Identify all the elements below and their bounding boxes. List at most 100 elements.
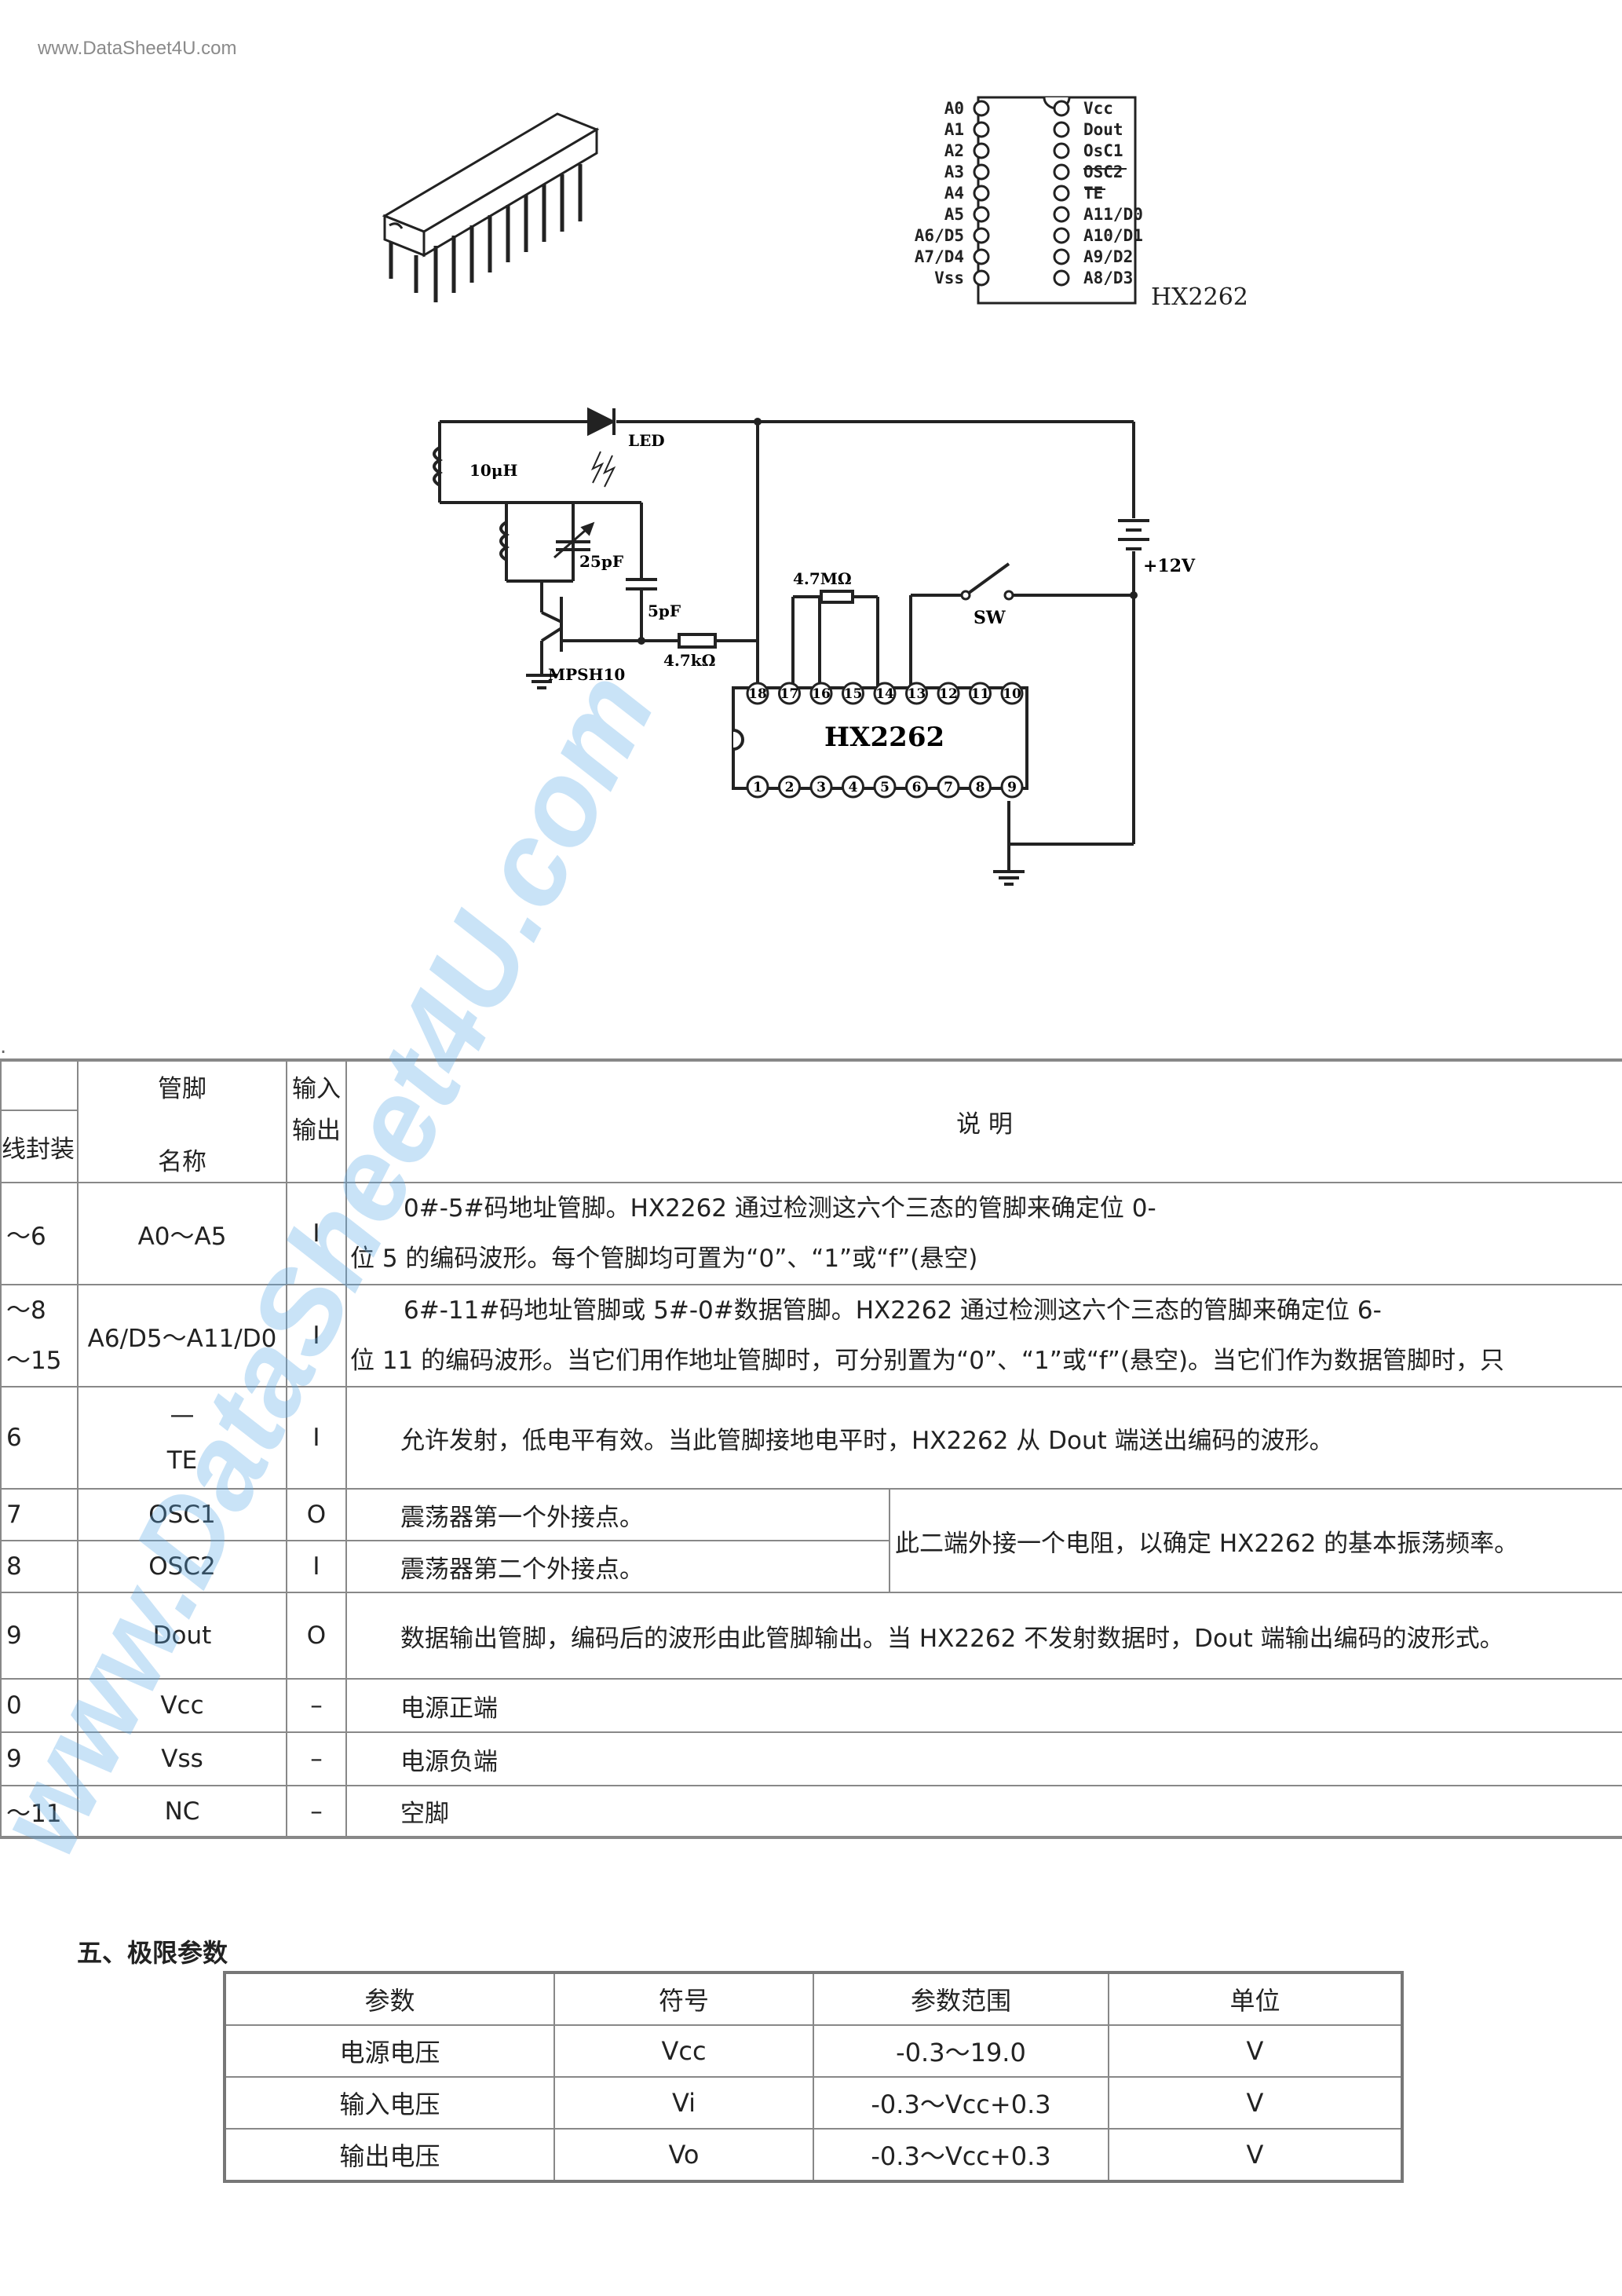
pin-io: I xyxy=(286,1386,347,1490)
pin-io: I xyxy=(286,1284,347,1387)
pin-io: I xyxy=(286,1182,347,1285)
ic-pin xyxy=(873,775,897,799)
pin-circle xyxy=(1053,100,1070,117)
pin-io: O xyxy=(286,1592,347,1680)
table-row: 9 Dout O 数据输出管脚，编码后的波形由此管脚输出。当 HX2262 不发… xyxy=(0,1592,1622,1680)
ic-pin-number: 3 xyxy=(816,780,826,795)
header-pin-top: 管脚 xyxy=(77,1059,287,1110)
header-io-top: 输入 xyxy=(286,1059,347,1110)
table-row: 电源电压 Vcc -0.3～19.0 V xyxy=(224,2024,1403,2078)
osc-merged-description: 此二端外接一个电阻，以确定 HX2262 的基本振荡频率。 xyxy=(888,1488,1622,1593)
ic-pin xyxy=(809,775,833,799)
ic-pin xyxy=(1000,682,1024,705)
ic-pin xyxy=(1000,775,1024,799)
pin-number: 9 xyxy=(0,1731,79,1786)
table-row: 输出电压 Vo -0.3～Vcc+0.3 V xyxy=(224,2128,1403,2182)
pin-label-right: A10/D1 xyxy=(1083,226,1143,245)
pin-description: 电源正端 xyxy=(345,1678,1622,1733)
pin-description: 0#-5#码地址管脚。HX2262 通过检测这六个三态的管脚来确定位 0- 位 … xyxy=(345,1182,1622,1285)
desc-line-2: 位 11 的编码波形。当它们用作地址管脚时，可分别置为“0”、“1”或“f”(悬… xyxy=(350,1347,1505,1375)
label-res-4m7: 4.7MΩ xyxy=(793,569,852,588)
pin-name-cell: — TE xyxy=(77,1386,287,1490)
pin-circle xyxy=(973,142,990,159)
pin-circle xyxy=(1053,206,1070,223)
pin-label-left: Vss xyxy=(934,269,964,287)
ic-pin xyxy=(873,682,897,705)
ic-pin-number: 13 xyxy=(908,686,926,702)
pin-number: 9 xyxy=(0,1592,79,1680)
col-header: 参数 xyxy=(224,1972,555,2026)
pin-circle xyxy=(973,185,990,202)
cell: V xyxy=(1108,2024,1403,2078)
ic-pin-number: 8 xyxy=(976,780,985,795)
label-chip: HX2262 xyxy=(824,722,944,753)
desc-line-2: 位 5 的编码波形。每个管脚均可置为“0”、“1”或“f”(悬空) xyxy=(350,1245,978,1273)
pin-name-overbar: — xyxy=(170,1401,195,1429)
pin-description: 电源负端 xyxy=(345,1731,1622,1786)
pin-name: TE xyxy=(166,1446,198,1475)
site-url: www.DataSheet4U.com xyxy=(38,38,237,59)
pin-number: 0 xyxy=(0,1678,79,1733)
ic-pin xyxy=(842,682,864,705)
pin-circle xyxy=(973,227,990,244)
ic-pin xyxy=(842,775,864,799)
cell: -0.3～Vcc+0.3 xyxy=(813,2128,1109,2182)
pin-circle xyxy=(1053,121,1070,138)
pin-circle xyxy=(973,269,990,287)
col-header: 符号 xyxy=(553,1972,814,2026)
ic-pin xyxy=(905,775,928,799)
pinout-chip-name: HX2262 xyxy=(1151,283,1248,311)
table-row: 7 OSC1 O 震荡器第一个外接点。 此二端外接一个电阻，以确定 HX2262… xyxy=(0,1488,1622,1593)
ic-pin-number: 2 xyxy=(785,780,795,795)
table-row: 0 Vcc – 电源正端 xyxy=(0,1678,1622,1733)
ic-pin xyxy=(905,682,928,705)
label-5pf-cap: 5pF xyxy=(648,601,681,620)
pin-name: Dout xyxy=(77,1592,287,1680)
pin-label-right: Vcc xyxy=(1083,99,1113,118)
pin-label-right: A8/D3 xyxy=(1083,269,1133,287)
cell: 输入电压 xyxy=(224,2076,555,2130)
pin-label-right: A9/D2 xyxy=(1083,247,1133,266)
cell: V xyxy=(1108,2128,1403,2182)
pin-circle xyxy=(1053,163,1070,181)
header-package: 线封装 xyxy=(0,1110,79,1183)
pin-name: A6/D5～A11/D0 xyxy=(77,1284,287,1387)
pin-circle xyxy=(973,248,990,265)
cell: -0.3～19.0 xyxy=(813,2024,1109,2078)
cell: 电源电压 xyxy=(224,2024,555,2078)
table-row: 输入电压 Vi -0.3～Vcc+0.3 V xyxy=(224,2076,1403,2130)
ic-pin-number: 16 xyxy=(812,686,831,702)
pin-name: OSC2 xyxy=(77,1540,287,1593)
pin-label-left: A3 xyxy=(944,163,964,181)
pin-circle xyxy=(1053,142,1070,159)
cell: Vcc xyxy=(553,2024,814,2078)
ic-pin-number: 11 xyxy=(971,686,990,702)
limits-table: 参数 符号 参数范围 单位 电源电压 Vcc -0.3～19.0 V 输入电压 … xyxy=(223,1971,1404,2183)
pin-circle xyxy=(973,100,990,117)
ic-pin xyxy=(746,775,769,799)
pin-io: – xyxy=(286,1731,347,1786)
ic-pin xyxy=(937,775,960,799)
pin-label-right: TE xyxy=(1083,184,1103,203)
pin-circle xyxy=(973,206,990,223)
label-res-4k7: 4.7kΩ xyxy=(663,651,715,670)
pin-circle xyxy=(1053,227,1070,244)
pin-circle xyxy=(1053,269,1070,287)
col-header: 单位 xyxy=(1108,1972,1403,2026)
pin-name: Vss xyxy=(77,1731,287,1786)
table-row: 6 — TE I 允许发射，低电平有效。当此管脚接地电平时，HX2262 从 D… xyxy=(0,1386,1622,1490)
ic-pin xyxy=(809,682,833,705)
pin-number: ～11 xyxy=(0,1785,79,1838)
pin-table: 管脚 输入 说 明 线封装 名称 输出 ～6 A0～A5 I 0#-5#码地址管… xyxy=(0,1058,1622,1839)
desc-line-1: 6#-11#码地址管脚或 5#-0#数据管脚。HX2262 通过检测这六个三态的… xyxy=(404,1296,1382,1325)
cell: 输出电压 xyxy=(224,2128,555,2182)
pin-io: I xyxy=(286,1540,347,1593)
ic-pin-number: 14 xyxy=(875,686,894,702)
label-battery: +12V xyxy=(1143,556,1196,576)
ic-pin xyxy=(969,682,992,705)
pin-label-left: A1 xyxy=(944,120,964,139)
col-header: 参数范围 xyxy=(813,1972,1109,2026)
ic-pin xyxy=(778,682,801,705)
pin-number: 6 xyxy=(0,1386,79,1490)
ic-pin-number: 4 xyxy=(849,780,858,795)
